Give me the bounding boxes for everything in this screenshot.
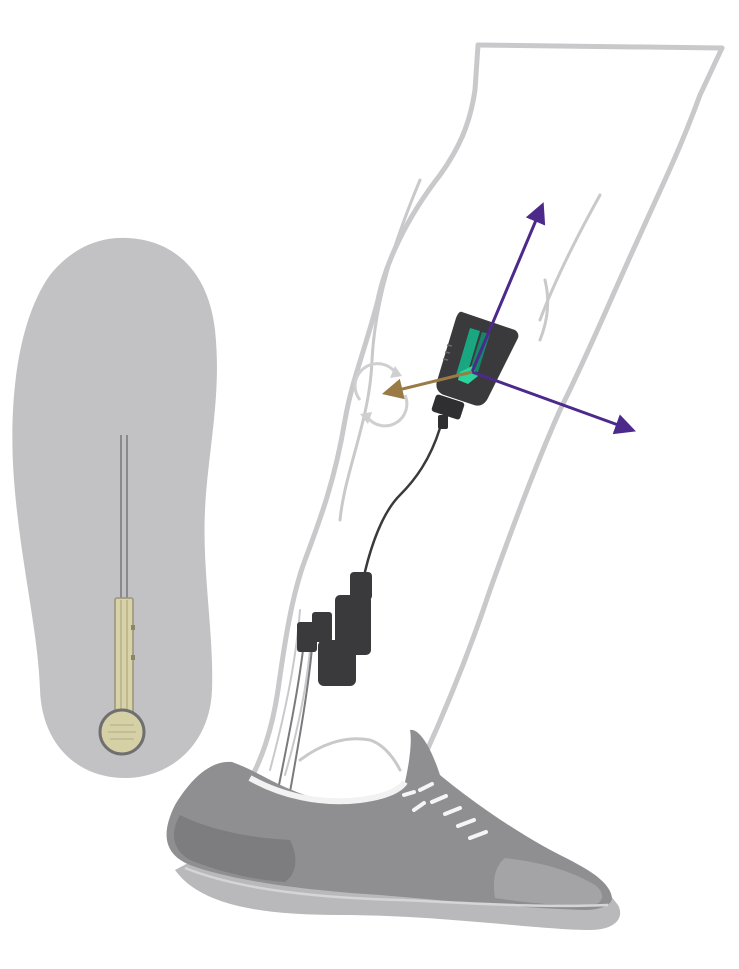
rotation-arrows-icon: [355, 364, 407, 426]
imu-sensor: [431, 312, 518, 429]
calf-muscle-line: [340, 180, 420, 520]
axis-right-arrow: [472, 372, 632, 430]
leg: [245, 45, 722, 790]
axes: [386, 206, 632, 430]
leg-top-edge: [478, 45, 722, 48]
insole: [12, 238, 217, 778]
sensor-cable: [360, 428, 440, 590]
ankle-line: [300, 739, 400, 770]
